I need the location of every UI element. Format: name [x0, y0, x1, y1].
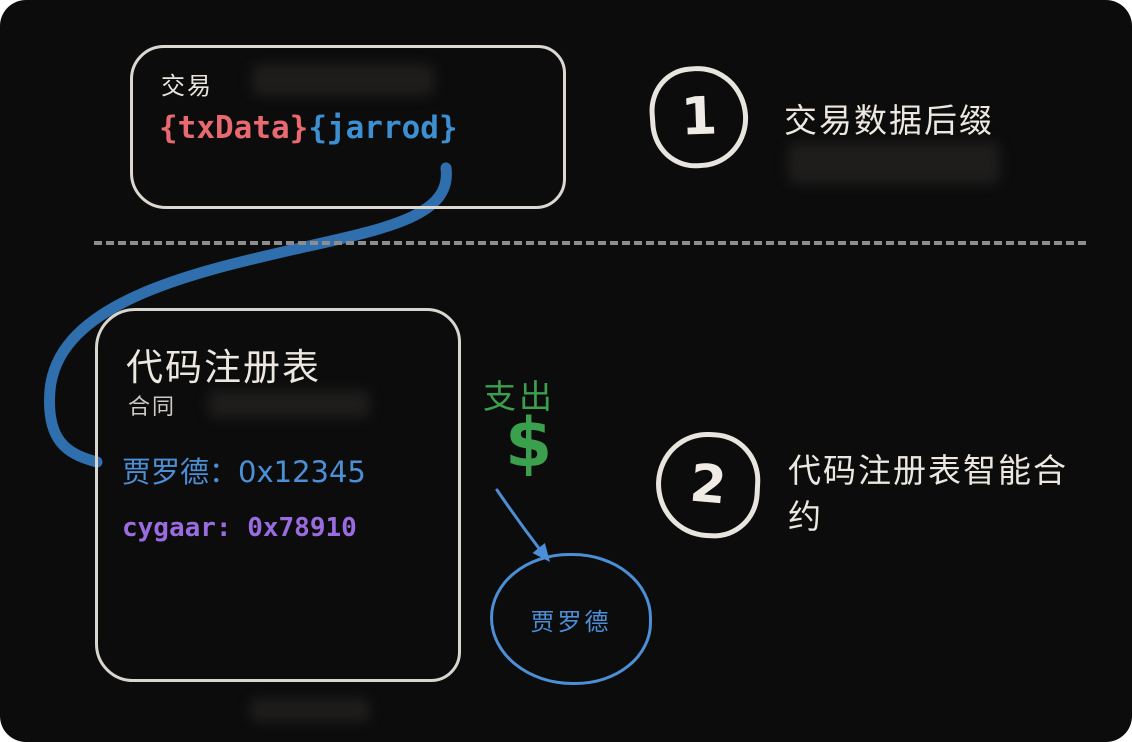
transaction-code: {txData}{jarrod}: [159, 110, 458, 146]
tx-data-token: {txData}: [159, 110, 309, 146]
transaction-box-title: 交易: [161, 72, 213, 100]
payment-label: 支出: [483, 377, 555, 416]
code-registry-box: 代码注册表 合同 贾罗德：0x12345 cygaar: 0x78910: [95, 308, 461, 682]
step-2-number: 2: [687, 453, 729, 517]
registry-entry: cygaar: 0x78910: [122, 513, 357, 543]
jarrod-node: 贾罗德: [490, 553, 652, 685]
jarrod-suffix-token: {jarrod}: [308, 110, 458, 146]
redaction-smudge: [252, 64, 434, 96]
payment-arrow: [495, 488, 550, 562]
step-1-circle: 1: [646, 62, 752, 172]
step-2-circle: 2: [653, 429, 763, 541]
jarrod-node-label: 贾罗德: [530, 607, 612, 636]
redaction-smudge: [788, 142, 1000, 184]
registry-title: 代码注册表: [126, 346, 321, 389]
step-1-label: 交易数据后缀: [784, 101, 994, 140]
step-2-label: 代码注册表智能合约: [788, 451, 1068, 537]
step-1-number: 1: [679, 86, 719, 148]
transaction-box: 交易 {txData}{jarrod}: [130, 45, 566, 209]
section-divider: [94, 241, 1086, 245]
registry-subtitle: 合同: [128, 395, 177, 420]
dollar-icon: $: [505, 404, 553, 483]
registry-entry: 贾罗德：0x12345: [122, 455, 366, 489]
redaction-smudge: [250, 698, 370, 722]
